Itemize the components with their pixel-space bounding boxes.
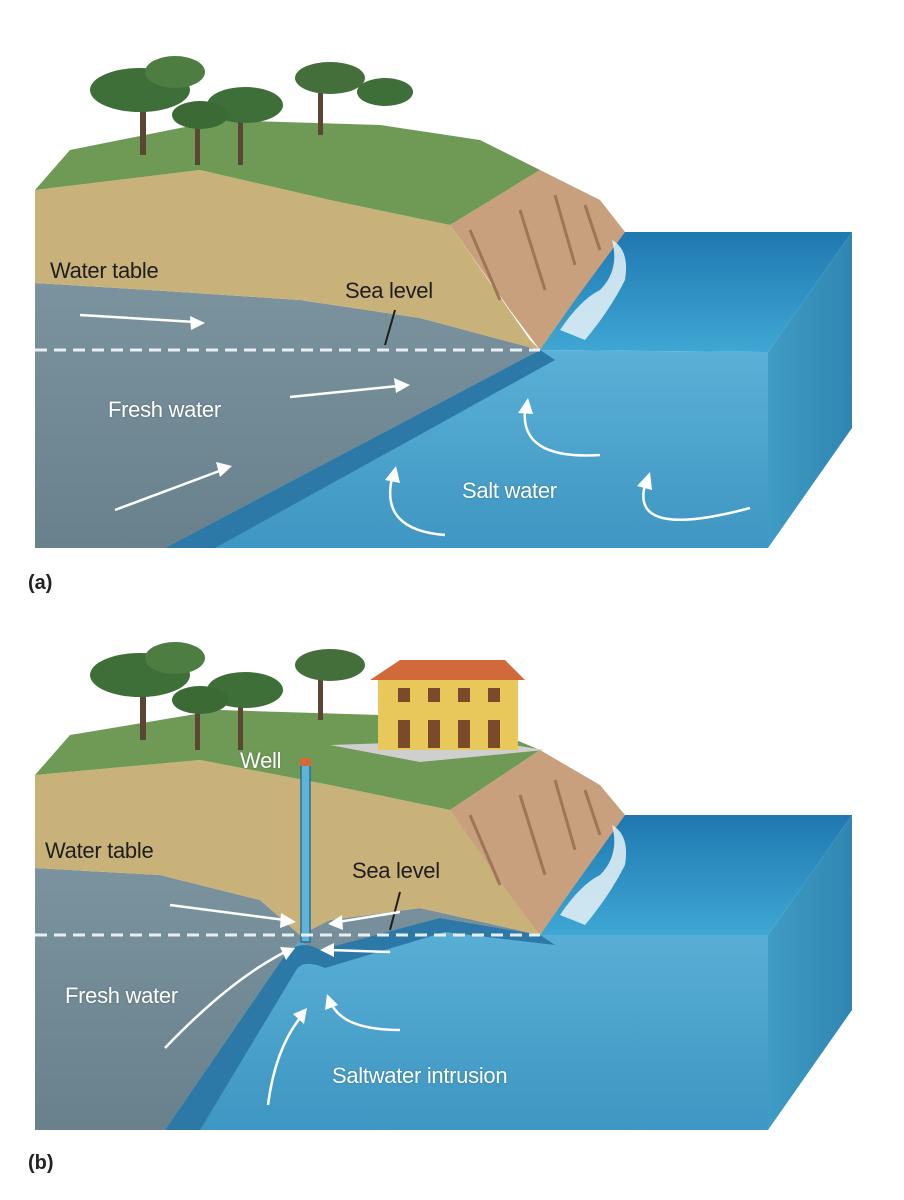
salt-water-label: Salt water (462, 478, 557, 503)
salt-water-zone (165, 350, 768, 548)
tree-icon (90, 56, 205, 155)
well-icon (300, 758, 311, 943)
cliff (450, 750, 625, 935)
flow-arrow (289, 378, 410, 399)
sea-level-label: Sea level (352, 858, 440, 883)
soil-layer (35, 170, 540, 350)
water-table-label: Water table (50, 258, 159, 283)
fresh-water-label: Fresh water (108, 397, 221, 422)
tree-icon (90, 642, 205, 740)
tree-icon (172, 686, 228, 750)
house-icon (370, 660, 525, 750)
diagram-a (35, 56, 852, 548)
soil-layer (35, 760, 540, 935)
sea-level-pointer (389, 891, 401, 931)
flow-arrow (320, 943, 391, 957)
circulation-arrow (637, 472, 751, 521)
intrusion-arrow (325, 994, 401, 1032)
tree-icon (172, 101, 228, 165)
well-label: Well (240, 748, 282, 773)
salt-water-zone (165, 918, 768, 1130)
flow-arrow (169, 903, 296, 928)
tree-icon (295, 649, 365, 720)
block-side-face (768, 232, 852, 548)
sea-level-label: Sea level (345, 278, 433, 303)
sea-level-pointer (384, 309, 396, 346)
diagram-b (35, 642, 852, 1130)
vegetation-surface (35, 120, 540, 225)
intrusion-arrow (266, 1008, 307, 1106)
surf-foam (560, 240, 627, 340)
fresh-water-label: Fresh water (65, 983, 178, 1008)
panel-b: Well Water table Sea level Fresh water S… (0, 600, 904, 1200)
panel-b-label: (b) (28, 1152, 54, 1174)
flow-arrow (114, 462, 232, 512)
flow-arrow (79, 313, 205, 330)
freshwater-saltwater-interface (165, 350, 555, 548)
fresh-water-zone (35, 283, 540, 548)
fresh-water-zone (35, 868, 540, 1130)
flow-arrow (328, 910, 401, 930)
freshwater-saltwater-interface (165, 918, 555, 1130)
block-side-face (768, 815, 852, 1130)
cliff (450, 170, 625, 350)
circulation-arrow (385, 466, 446, 537)
saltwater-intrusion-label: Saltwater intrusion (332, 1063, 508, 1088)
tree-icon (295, 62, 413, 135)
water-table-label: Water table (45, 838, 154, 863)
flow-arrow (164, 947, 295, 1049)
panel-a-label: (a) (28, 572, 53, 594)
circulation-arrow (518, 398, 601, 457)
surf-foam (560, 825, 627, 925)
panel-a: Water table Sea level Fresh water Salt w… (28, 56, 852, 594)
